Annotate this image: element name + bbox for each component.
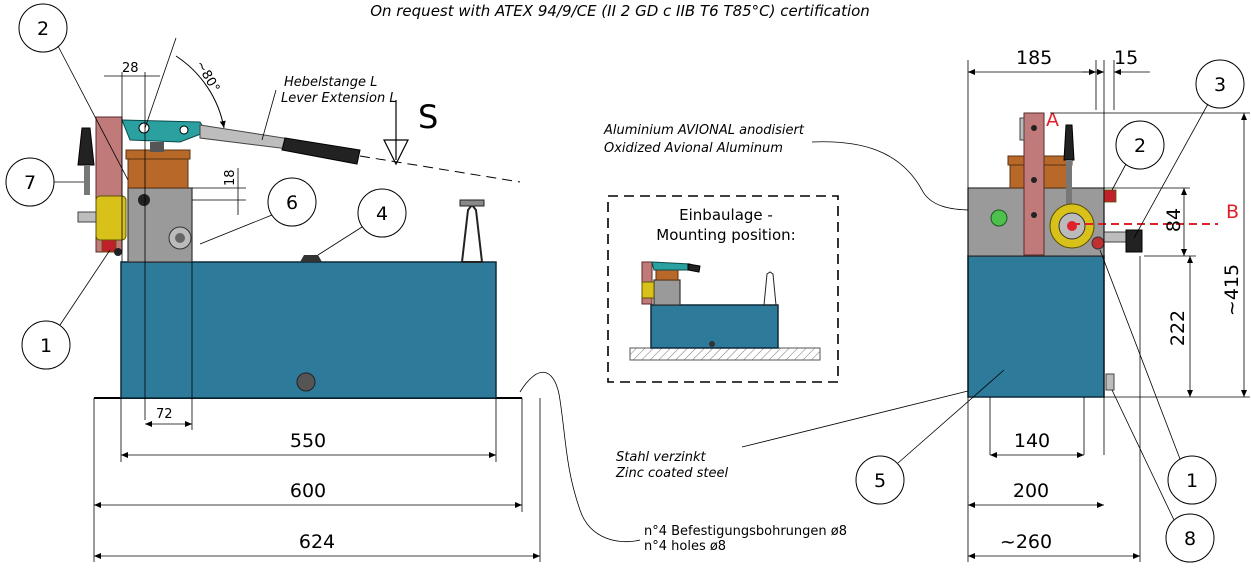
valve-block <box>95 195 127 241</box>
svg-text:8: 8 <box>1184 528 1196 550</box>
svg-text:2: 2 <box>1134 135 1146 157</box>
callout-6-side: 6 <box>199 177 317 245</box>
mounting-title-de: Einbaulage - <box>679 206 773 224</box>
label-a: A <box>1046 109 1059 131</box>
dim-18: 18 <box>223 169 238 186</box>
callout-4-side: 4 <box>317 188 407 256</box>
s-label: S <box>418 98 438 136</box>
callout-7-side: 7 <box>5 157 84 207</box>
dim-28: 28 <box>122 61 139 76</box>
svg-text:2: 2 <box>37 18 49 40</box>
callout-2-side: 2 <box>18 3 129 181</box>
tank-front <box>967 255 1105 398</box>
dim-185: 185 <box>1016 47 1052 69</box>
svg-text:3: 3 <box>1214 74 1226 96</box>
dim-550: 550 <box>290 430 326 452</box>
dim-15: 15 <box>1114 47 1138 69</box>
dim-200: 200 <box>1013 480 1049 502</box>
side-view: S Hebelstange L Lever Extension L ~80° 2… <box>5 3 641 562</box>
lever-label-de: Hebelstange L <box>284 75 377 90</box>
pump-block-side <box>127 187 193 263</box>
callout-1-front: 1 <box>1099 249 1217 505</box>
svg-text:1: 1 <box>40 335 52 357</box>
front-view: Aluminium AVIONAL anodisiert Oxidized Av… <box>603 47 1250 563</box>
dim-415: ~415 <box>1221 264 1243 316</box>
svg-text:6: 6 <box>286 192 298 214</box>
certification-note: On request with ATEX 94/9/CE (II 2 GD c … <box>370 2 870 20</box>
holes-note-en: n°4 holes ø8 <box>644 539 726 554</box>
svg-text:1: 1 <box>1186 470 1198 492</box>
mounting-position-box: Einbaulage - Mounting position: <box>607 195 839 383</box>
drain-plug <box>296 372 316 392</box>
dim-84: 84 <box>1163 208 1185 232</box>
callout-8-front: 8 <box>1111 389 1215 563</box>
callout-1-side: 1 <box>21 249 111 370</box>
mounting-title-en: Mounting position: <box>656 226 795 244</box>
material-steel-en: Zinc coated steel <box>615 466 728 481</box>
callout-2-front: 2 <box>1111 120 1165 191</box>
dim-72: 72 <box>156 407 173 422</box>
holes-note-de: n°4 Befestigungsbohrungen ø8 <box>644 524 847 539</box>
copper-cylinder <box>127 157 189 189</box>
svg-text:7: 7 <box>24 172 36 194</box>
callout-3-front: 3 <box>1133 59 1245 239</box>
dim-624: 624 <box>299 531 335 553</box>
callout-5-front: 5 <box>855 369 1005 505</box>
material-steel-de: Stahl verzinkt <box>616 450 707 465</box>
svg-text:4: 4 <box>376 203 388 225</box>
angle-label: ~80° <box>192 58 222 95</box>
dim-222: 222 <box>1167 310 1189 346</box>
dim-260: ~260 <box>1000 531 1052 553</box>
lever-label-en: Lever Extension L <box>281 91 397 106</box>
tank-side <box>120 261 497 399</box>
dim-140: 140 <box>1014 430 1050 452</box>
material-aluminium-en: Oxidized Avional Aluminum <box>604 141 783 156</box>
material-aluminium-de: Aluminium AVIONAL anodisiert <box>603 123 805 138</box>
svg-text:5: 5 <box>874 470 886 492</box>
label-b: B <box>1226 201 1239 223</box>
dim-600: 600 <box>290 480 326 502</box>
